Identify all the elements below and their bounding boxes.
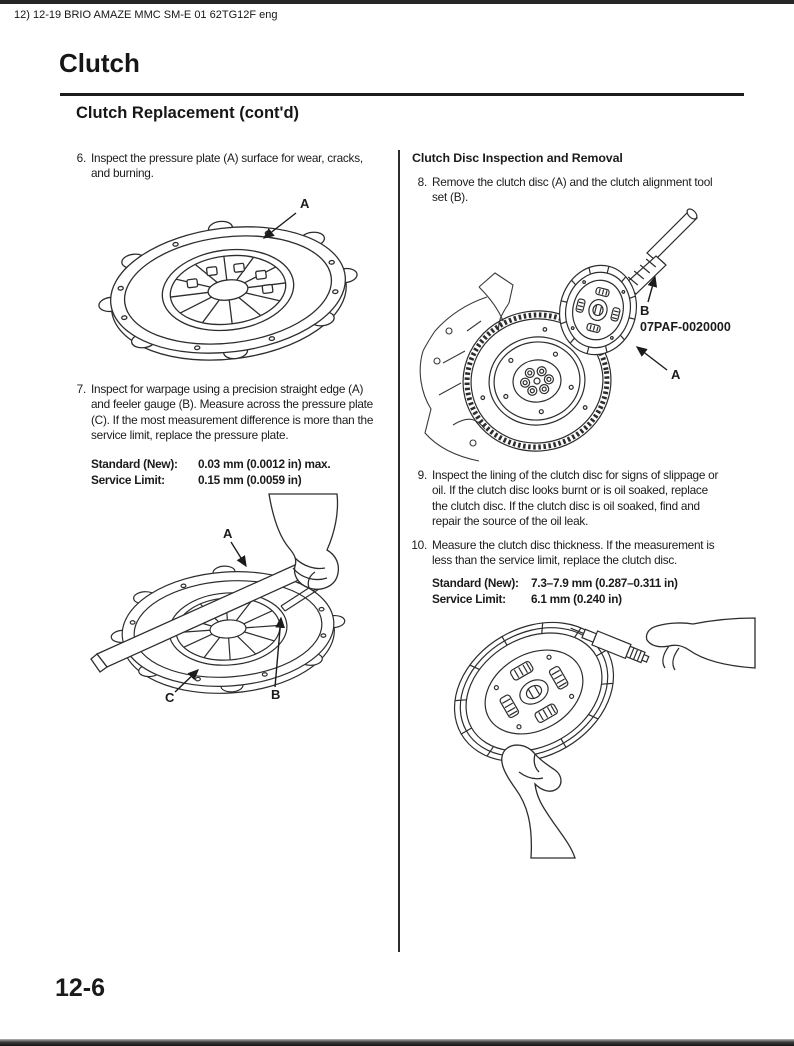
callout-label-b: B <box>271 687 280 702</box>
warpage-spec-table: Standard (New): 0.03 mm (0.0012 in) max.… <box>91 457 331 488</box>
figure-pressure-plate: A <box>98 196 358 361</box>
clutch-disc-drawing <box>558 264 638 356</box>
step-8-number: 8. <box>417 175 428 189</box>
engine-block-drawing <box>419 272 514 462</box>
callout-arrow-a <box>635 346 668 371</box>
step-10: 10. Measure the clutch disc thickness. I… <box>409 538 714 569</box>
spec-row: Service Limit: 0.15 mm (0.0059 in) <box>91 472 302 487</box>
hand-drawing <box>268 493 340 590</box>
callout-arrow-c <box>174 669 200 693</box>
clutch-disc-drawing <box>453 621 615 763</box>
top-edge-bar <box>0 0 794 4</box>
step-8: 8. Remove the clutch disc (A) and the cl… <box>409 175 713 206</box>
callout-arrow-a <box>262 212 297 239</box>
callout-label-a: A <box>223 526 233 541</box>
step-7-number: 7. <box>76 382 87 396</box>
callout-arrow-a <box>230 541 247 568</box>
pressure-plate-drawing <box>98 220 358 361</box>
thickness-spec-table: Standard (New): 7.3–7.9 mm (0.287–0.311 … <box>432 576 678 607</box>
callout-arrow-b <box>647 275 658 303</box>
callout-label-a: A <box>300 196 310 211</box>
bottom-edge-bar <box>0 1039 794 1046</box>
left-hand-drawing <box>501 744 576 859</box>
column-divider <box>398 150 400 952</box>
step-6-number: 6. <box>76 151 87 165</box>
callout-label-a: A <box>671 367 681 382</box>
spec-row: Standard (New): 7.3–7.9 mm (0.287–0.311 … <box>432 576 678 590</box>
callout-arrow-b <box>274 616 286 688</box>
part-number: 07PAF-0020000 <box>640 320 731 334</box>
title-rule <box>60 93 744 96</box>
step-9: 9. Inspect the lining of the clutch disc… <box>409 468 719 530</box>
figure-disc-thickness <box>453 617 756 859</box>
right-hand-drawing <box>645 617 756 671</box>
step-10-text: Measure the clutch disc thickness. If th… <box>432 538 715 568</box>
step-8-text: Remove the clutch disc (A) and the clutc… <box>432 175 713 205</box>
step-6: 6. Inspect the pressure plate (A) surfac… <box>68 151 363 182</box>
step-7: 7. Inspect for warpage using a precision… <box>68 382 374 444</box>
spec-row: Standard (New): 0.03 mm (0.0012 in) max. <box>91 457 331 471</box>
step-7-text: Inspect for warpage using a precision st… <box>91 382 374 443</box>
spec-row: Service Limit: 6.1 mm (0.240 in) <box>432 591 622 606</box>
step-9-text: Inspect the lining of the clutch disc fo… <box>432 468 719 529</box>
page-number: 12-6 <box>55 974 106 1002</box>
document-code: 12) 12-19 BRIO AMAZE MMC SM-E 01 62TG12F… <box>14 9 278 21</box>
figure-clutch-disc-removal: B 07PAF-0020000 A <box>419 208 731 462</box>
right-section-heading: Clutch Disc Inspection and Removal <box>412 151 623 165</box>
callout-label-c: C <box>165 690 175 705</box>
chapter-title: Clutch <box>59 48 140 78</box>
callout-label-b: B <box>640 303 649 318</box>
section-title: Clutch Replacement (cont'd) <box>76 104 300 122</box>
step-6-text: Inspect the pressure plate (A) surface f… <box>91 151 363 181</box>
step-10-number: 10. <box>411 538 427 552</box>
step-9-number: 9. <box>417 468 428 482</box>
micrometer-drawing <box>570 627 650 664</box>
flywheel-drawing <box>462 310 612 452</box>
figure-warpage-check: A B C <box>90 493 346 705</box>
